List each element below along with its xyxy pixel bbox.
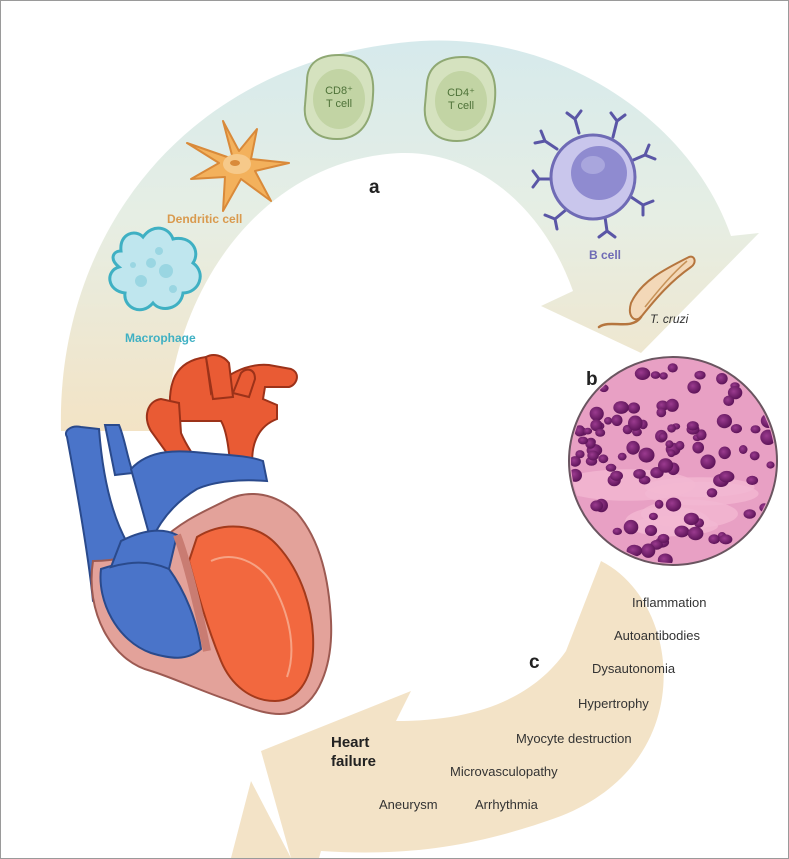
cd4-t-cell-label: CD4⁺ T cell bbox=[431, 87, 491, 113]
effect-inflammation: Inflammation bbox=[632, 595, 706, 610]
cd4-label-line1: CD4⁺ bbox=[431, 87, 491, 100]
effect-microvasculopathy: Microvasculopathy bbox=[450, 764, 558, 779]
effect-autoantibodies: Autoantibodies bbox=[614, 628, 700, 643]
panel-c-label: c bbox=[529, 652, 540, 674]
b-cell-label: B cell bbox=[589, 248, 621, 262]
cd8-t-cell-label: CD8⁺ T cell bbox=[309, 85, 369, 111]
panel-b-label: b bbox=[586, 369, 598, 391]
cd8-label-line1: CD8⁺ bbox=[309, 85, 369, 98]
effect-myocyte-destruction: Myocyte destruction bbox=[516, 731, 632, 746]
heart-failure-line2: failure bbox=[331, 752, 376, 771]
heart-failure-label: Heart failure bbox=[331, 733, 376, 771]
t-cruzi-label: T. cruzi bbox=[650, 312, 688, 326]
dendritic-cell-label: Dendritic cell bbox=[167, 212, 242, 226]
cd8-label-line2: T cell bbox=[309, 98, 369, 111]
effect-hypertrophy: Hypertrophy bbox=[578, 696, 649, 711]
effect-aneurysm: Aneurysm bbox=[379, 797, 438, 812]
panel-a-label: a bbox=[369, 177, 380, 199]
cd4-label-line2: T cell bbox=[431, 100, 491, 113]
effect-dysautonomia: Dysautonomia bbox=[592, 661, 675, 676]
effect-arrhythmia: Arrhythmia bbox=[475, 797, 538, 812]
heart-failure-line1: Heart bbox=[331, 733, 376, 752]
macrophage-label: Macrophage bbox=[125, 331, 196, 345]
